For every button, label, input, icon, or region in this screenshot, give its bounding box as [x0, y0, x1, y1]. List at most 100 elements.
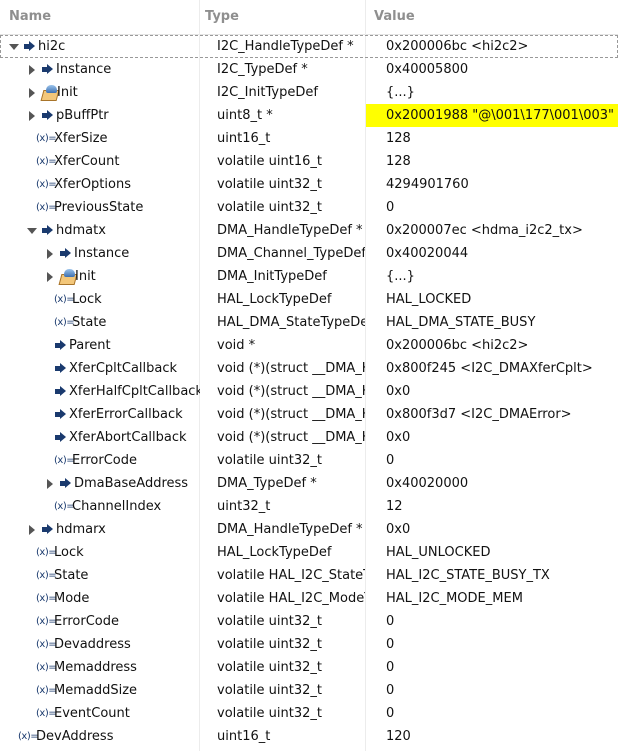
variable-icon: (x)=	[54, 317, 75, 328]
name-cell: XferHalfCpltCallback	[0, 380, 200, 403]
value-cell[interactable]: 0	[386, 637, 395, 652]
value-cell[interactable]: 0x200007ec <hdma_i2c2_tx>	[386, 223, 583, 238]
value-cell[interactable]: 0	[386, 706, 395, 721]
value-cell[interactable]: 0x200006bc <hi2c2>	[386, 338, 529, 353]
expand-toggle-icon[interactable]	[44, 265, 56, 288]
type-cell: DMA_TypeDef *	[217, 476, 317, 491]
pointer-icon	[41, 219, 55, 242]
name-cell: (x)=ErrorCode	[0, 449, 200, 472]
variable-icon: (x)=	[36, 639, 57, 650]
type-cell: DMA_HandleTypeDef *	[217, 223, 363, 238]
expand-toggle-icon[interactable]	[44, 472, 56, 495]
name-cell: (x)=XferCount	[0, 150, 200, 173]
value-cell[interactable]: 128	[386, 154, 411, 169]
value-cell[interactable]: HAL_LOCKED	[386, 292, 472, 307]
value-cell[interactable]: 0x0	[386, 384, 411, 399]
value-cell[interactable]: 0	[386, 683, 395, 698]
value-cell[interactable]: 0	[386, 200, 395, 215]
value-cell[interactable]: 0x0	[386, 430, 411, 445]
column-header-value[interactable]: Value	[374, 9, 415, 24]
type-cell: volatile uint32_t	[217, 660, 323, 675]
value-cell[interactable]: 120	[386, 729, 411, 744]
value-cell[interactable]: 0x200006bc <hi2c2>	[386, 39, 529, 54]
value-cell[interactable]: 4294901760	[386, 177, 469, 192]
expand-toggle-icon[interactable]	[44, 242, 56, 265]
expand-toggle-icon[interactable]	[26, 81, 38, 104]
column-header-type[interactable]: Type	[205, 9, 239, 24]
expand-toggle-icon[interactable]	[26, 518, 38, 541]
value-cell[interactable]: HAL_I2C_MODE_MEM	[386, 591, 523, 606]
type-cell: uint8_t *	[217, 108, 273, 123]
value-cell[interactable]: 0x800f3d7 <I2C_DMAError>	[386, 407, 572, 422]
value-cell[interactable]: 0	[386, 660, 395, 675]
value-cell[interactable]: 0x800f245 <I2C_DMAXferCplt>	[386, 361, 593, 376]
name-cell: XferAbortCallback	[0, 426, 200, 449]
value-cell[interactable]: 0x40020000	[386, 476, 469, 491]
value-cell[interactable]: 0	[386, 614, 395, 629]
variable-name: XferOptions	[54, 177, 131, 192]
value-cell[interactable]: {...}	[386, 269, 415, 284]
type-cell: void (*)(struct __DMA_HandleTypeDef *)	[217, 407, 365, 422]
name-cell: (x)=Devaddress	[0, 633, 200, 656]
tree-row-xfercount[interactable]: (x)=XferCount volatile uint16_t 128	[0, 150, 618, 173]
type-cell: volatile uint32_t	[217, 200, 323, 215]
column-divider[interactable]	[365, 0, 366, 751]
variable-name: Instance	[74, 246, 130, 261]
value-cell[interactable]: 128	[386, 131, 411, 146]
value-cell[interactable]: HAL_I2C_STATE_BUSY_TX	[386, 568, 550, 583]
column-header: Name Type Value	[0, 0, 618, 35]
value-cell[interactable]: 12	[386, 499, 403, 514]
column-header-name[interactable]: Name	[9, 9, 52, 24]
name-cell: Init	[0, 81, 200, 104]
pointer-icon	[54, 403, 68, 426]
value-cell[interactable]: 0x0	[386, 522, 411, 537]
column-divider[interactable]	[199, 0, 200, 751]
type-cell: volatile uint16_t	[217, 154, 323, 169]
expand-toggle-icon[interactable]	[26, 104, 38, 127]
value-cell[interactable]: HAL_UNLOCKED	[386, 545, 491, 560]
collapse-toggle-icon[interactable]	[26, 219, 38, 242]
value-cell[interactable]: 0x20001988 "@\001\177\001\003"	[366, 104, 618, 127]
value-cell[interactable]: {...}	[386, 85, 415, 100]
name-cell: (x)=Lock	[0, 541, 200, 564]
value-cell[interactable]: 0	[386, 453, 395, 468]
value-cell[interactable]: 0x40020044	[386, 246, 469, 261]
value-cell[interactable]: HAL_DMA_STATE_BUSY	[386, 315, 536, 330]
value-cell[interactable]: 0x40005800	[386, 62, 469, 77]
pointer-icon	[41, 58, 55, 81]
collapse-toggle-icon[interactable]	[8, 35, 20, 58]
expand-toggle-icon[interactable]	[26, 58, 38, 81]
variable-name: Mode	[54, 591, 90, 606]
